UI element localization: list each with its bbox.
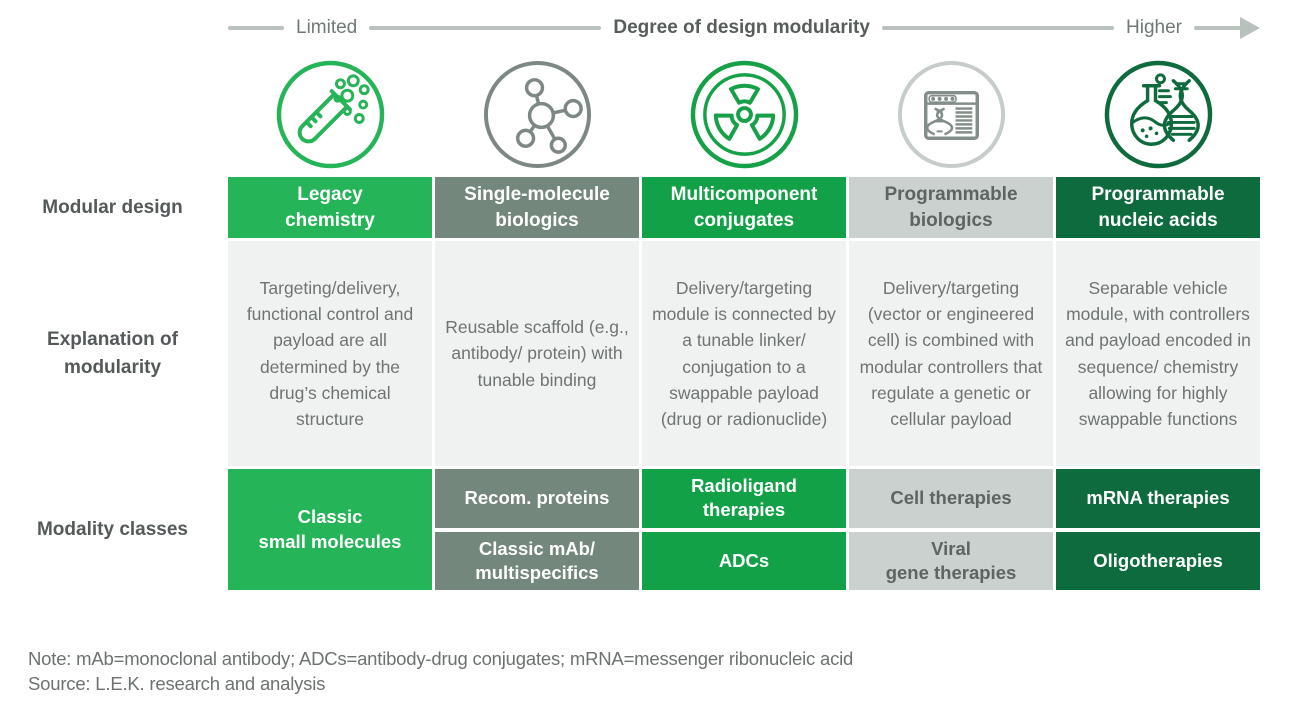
modality-oligotherapies: Oligotherapies — [1056, 531, 1260, 590]
header-cell-legacy-chemistry: Legacy chemistry — [228, 177, 432, 238]
modality-adcs: ADCs — [642, 531, 846, 590]
footer-notes: Note: mAb=monoclonal antibody; ADCs=anti… — [28, 647, 1300, 696]
explanation-programmable-biologics: Delivery/targeting (vector or engineered… — [849, 241, 1053, 466]
explanation-legacy-chemistry: Targeting/delivery, functional control a… — [228, 241, 432, 466]
test-tube-icon — [228, 57, 432, 174]
modality-group-single-molecule-biologics: Recom. proteins Classic mAb/ multispecif… — [435, 469, 639, 590]
axis-line-segment — [369, 26, 602, 30]
modality-cell-therapies: Cell therapies — [849, 469, 1053, 528]
modality-group-programmable-nucleic-acids: mRNA therapies Oligotherapies — [1056, 469, 1260, 590]
explanation-programmable-nucleic-acids: Separable vehicle module, with controlle… — [1056, 241, 1260, 466]
row-label-modality-classes: Modality classes — [36, 518, 189, 540]
header-cell-programmable-nucleic-acids: Programmable nucleic acids — [1056, 177, 1260, 238]
modality-mrna-therapies: mRNA therapies — [1056, 469, 1260, 528]
modality-radioligand-therapies: Radioligand therapies — [642, 469, 846, 528]
modality-viral-gene-therapies: Viral gene therapies — [849, 531, 1053, 590]
modality-group-legacy-chemistry: Classic small molecules — [228, 469, 432, 590]
dna-browser-icon — [849, 57, 1053, 174]
modality-classic-mab-multispecifics: Classic mAb/ multispecifics — [435, 531, 639, 590]
row-label-explanation: Explanation of modularity — [47, 328, 178, 378]
axis-left-label: Limited — [296, 17, 358, 38]
note-line: Note: mAb=monoclonal antibody; ADCs=anti… — [28, 648, 854, 669]
explanation-single-molecule-biologics: Reusable scaffold (e.g., antibody/ prote… — [435, 241, 639, 466]
axis-line-segment — [228, 26, 284, 30]
header-cell-programmable-biologics: Programmable biologics — [849, 177, 1053, 238]
modality-group-multicomponent-conjugates: Radioligand therapies ADCs — [642, 469, 846, 590]
axis-line-segment — [881, 26, 1115, 30]
row-label-modular-design: Modular design — [42, 196, 183, 218]
arrow-right-icon — [1194, 17, 1260, 39]
modality-classic-small-molecules: Classic small molecules — [228, 469, 432, 590]
source-line: Source: L.E.K. research and analysis — [28, 672, 326, 694]
radiation-icon — [642, 57, 846, 174]
axis-title: Degree of design modularity — [613, 17, 870, 38]
flask-dna-icon — [1056, 57, 1260, 174]
modality-group-programmable-biologics: Cell therapies Viral gene therapies — [849, 469, 1053, 590]
icon-row-spacer — [0, 57, 225, 174]
explanation-multicomponent-conjugates: Delivery/targeting module is connected b… — [642, 241, 846, 466]
modularity-table: Modular design Legacy chemistry Single-m… — [0, 57, 1300, 590]
modularity-axis: Limited Degree of design modularity High… — [228, 14, 1260, 42]
axis-right-label: Higher — [1126, 17, 1182, 38]
modality-recom-proteins: Recom. proteins — [435, 469, 639, 528]
molecule-icon — [435, 57, 639, 174]
header-cell-multicomponent-conjugates: Multicomponent conjugates — [642, 177, 846, 238]
header-cell-single-molecule-biologics: Single-molecule biologics — [435, 177, 639, 238]
